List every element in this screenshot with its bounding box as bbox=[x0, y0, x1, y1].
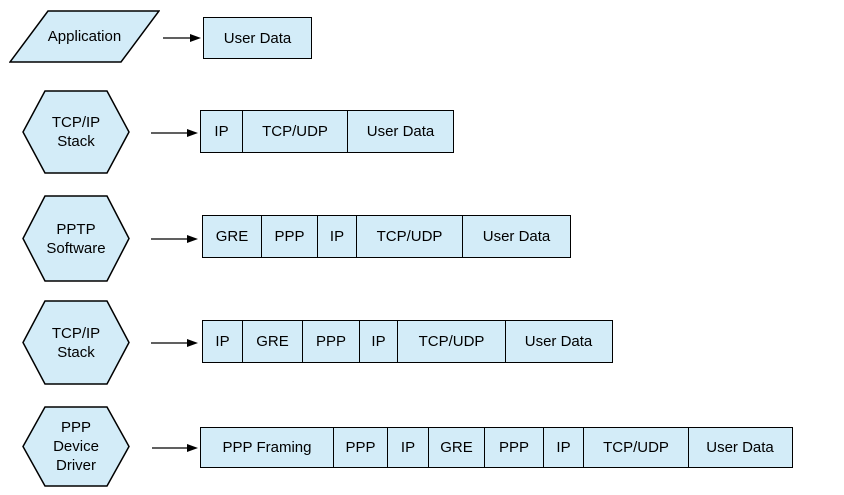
hexagon-shape-outline bbox=[22, 195, 130, 282]
packet-field-ip: IP bbox=[202, 320, 243, 363]
packet-field-tcp-udp: TCP/UDP bbox=[241, 110, 349, 153]
packet-field-user-data: User Data bbox=[504, 320, 613, 363]
packet-field-ip: IP bbox=[200, 110, 243, 153]
packet-field-tcp-udp: TCP/UDP bbox=[583, 427, 689, 468]
hexagon-shape-outline bbox=[22, 406, 130, 487]
packet-field-ip: IP bbox=[387, 427, 429, 468]
packet-field-gre: GRE bbox=[241, 320, 304, 363]
packet-field-ppp: PPP bbox=[332, 427, 389, 468]
packet-field-user-data: User Data bbox=[203, 17, 312, 59]
arrow-right-icon bbox=[152, 441, 198, 453]
arrow-right-icon bbox=[151, 126, 198, 138]
packet-field-user-data: User Data bbox=[687, 427, 793, 468]
packet-field-user-data: User Data bbox=[462, 215, 571, 258]
packet-field-ppp: PPP bbox=[484, 427, 544, 468]
arrow-right-icon bbox=[151, 336, 198, 348]
hexagon-shape-outline bbox=[22, 300, 130, 385]
packet-field-gre: GRE bbox=[202, 215, 262, 258]
packet-field-ip: IP bbox=[317, 215, 357, 258]
packet-structure: User Data bbox=[203, 17, 312, 59]
packet-field-user-data: User Data bbox=[347, 110, 454, 153]
arrow-right-icon bbox=[151, 232, 198, 244]
hexagon-shape-outline bbox=[22, 90, 130, 174]
packet-field-ip: IP bbox=[542, 427, 585, 468]
parallelogram-shape-outline bbox=[9, 10, 160, 63]
packet-field-tcp-udp: TCP/UDP bbox=[397, 320, 506, 363]
packet-field-ppp: PPP bbox=[260, 215, 319, 258]
packet-field-tcp-udp: TCP/UDP bbox=[355, 215, 464, 258]
arrow-right-icon bbox=[163, 31, 201, 43]
packet-field-ip: IP bbox=[358, 320, 399, 363]
packet-field-ppp-framing: PPP Framing bbox=[200, 427, 334, 468]
packet-field-gre: GRE bbox=[427, 427, 486, 468]
packet-field-ppp: PPP bbox=[302, 320, 360, 363]
